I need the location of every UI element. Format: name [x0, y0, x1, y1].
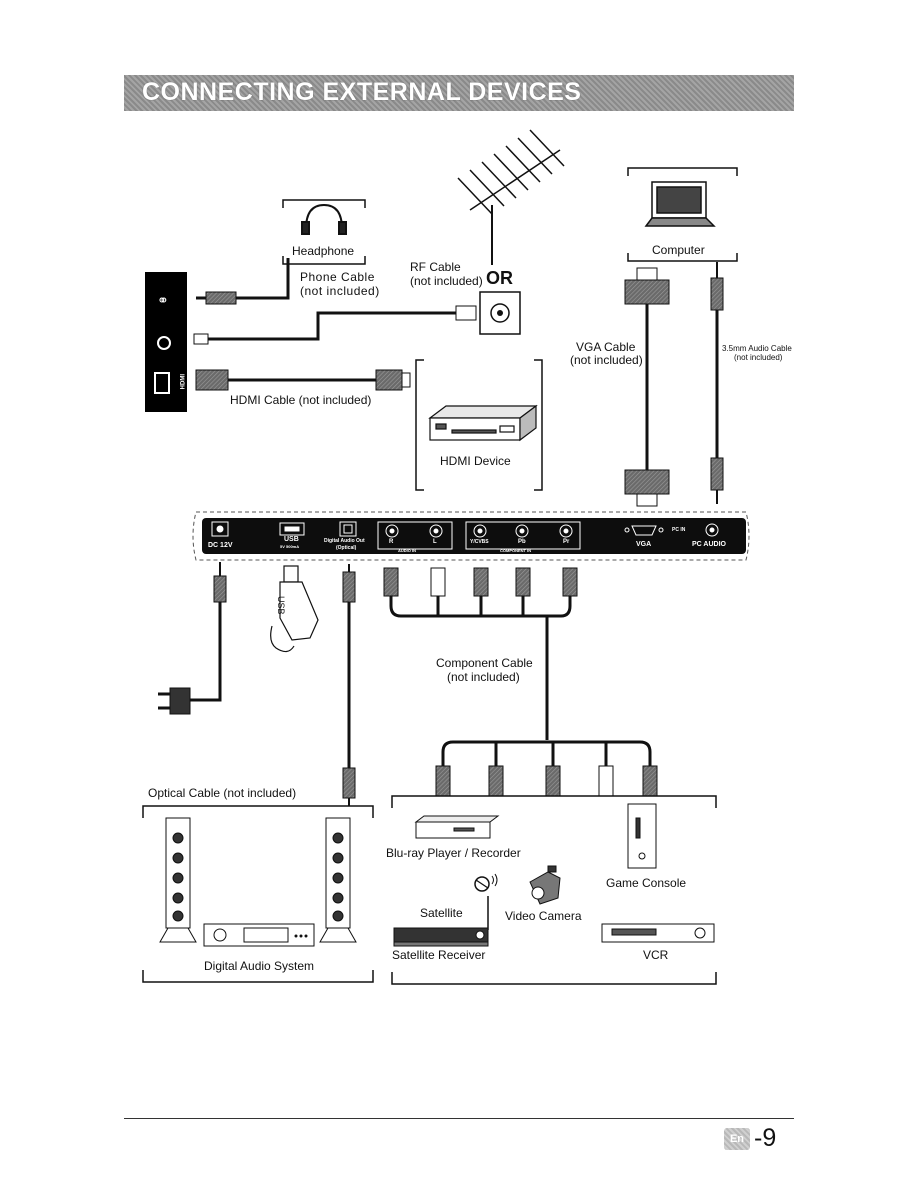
optical-cable-label: Optical Cable (not included): [148, 786, 297, 800]
hdmi-device-bracket-right: [534, 359, 543, 491]
speaker-left-icon: [159, 817, 197, 943]
phone-cable: [196, 258, 290, 305]
audio-in-label: AUDIO IN: [398, 548, 416, 553]
rf-port-label: RF (75Ω): [188, 338, 195, 364]
hdmi-device-bracket-left: [415, 359, 424, 491]
rf-jack-icon: [157, 336, 171, 350]
vcr-icon: [601, 923, 715, 943]
speaker-right-icon: [319, 817, 357, 943]
vga-cable-note: (not included): [570, 353, 643, 367]
panel-port-graphics: [211, 521, 719, 550]
component-cable-bottom: [435, 740, 658, 797]
headphone-bracket-bottom: [282, 256, 366, 265]
game-console-icon: [627, 803, 657, 869]
optical-cable: [342, 564, 356, 806]
usb-port-sublabel: 5V 500mA: [280, 544, 300, 549]
language-badge: En: [724, 1128, 750, 1150]
tv-back-panel-outline: [192, 511, 750, 561]
audio-3-5mm-cable: [710, 262, 724, 504]
satellite-label: Satellite: [420, 906, 463, 920]
game-console-label: Game Console: [606, 876, 687, 890]
y-port-label: Y/CVBS: [470, 539, 489, 545]
satellite-dish-icon: [474, 873, 498, 930]
headphone-jack-icon: ⚭: [157, 292, 169, 308]
pc-audio-port-label: PC AUDIO: [692, 541, 726, 548]
digital-audio-bracket-bottom: [142, 970, 374, 983]
hdmi-port-icon: [154, 372, 170, 394]
component-cable-top: [383, 567, 578, 740]
vga-cable-label: VGA Cable: [576, 340, 636, 354]
digital-audio-bracket-top: [142, 805, 374, 818]
digital-audio-label: Digital Audio System: [204, 959, 315, 973]
rf-wall-jack: [479, 291, 521, 335]
headphone-icon: [301, 203, 347, 235]
optical-port-label: Digital Audio Out: [324, 538, 365, 544]
component-in-label: COMPONENT IN: [500, 548, 532, 553]
vga-port-label: VGA: [636, 541, 652, 548]
video-camera-icon: [529, 865, 561, 905]
pr-port-label: Pr: [563, 539, 570, 545]
computer-bracket-top: [627, 167, 738, 176]
dc-port-label: DC 12V: [208, 542, 233, 549]
usb-drive-label: USB: [276, 596, 286, 615]
audio-r-label: R: [389, 539, 394, 545]
component-devices-bracket-bottom: [391, 972, 717, 985]
bluray-player-icon: [414, 815, 500, 839]
audio-l-label: L: [433, 539, 437, 545]
rf-cable: [193, 305, 477, 345]
usb-drive-icon: [270, 565, 319, 653]
optical-port-sublabel: (Optical): [336, 545, 357, 551]
bluray-label: Blu-ray Player / Recorder: [386, 846, 521, 860]
hdmi-port-label: HDMI: [180, 374, 187, 390]
av-receiver-icon: [203, 923, 315, 947]
vga-cable: [624, 267, 670, 507]
rf-cable-note: (not included): [410, 274, 483, 288]
antenna-icon: [457, 129, 565, 265]
component-devices-bracket-top: [391, 795, 717, 808]
section-title-bar: CONNECTING EXTERNAL DEVICES: [124, 75, 794, 111]
audio-cable-note: (not included): [734, 353, 783, 362]
tv-back-panel: [202, 518, 746, 554]
headphone-label: Headphone: [292, 244, 355, 258]
or-label: OR: [486, 268, 513, 288]
footer-rule: [124, 1118, 794, 1119]
phone-cable-label: Phone Cable: [300, 270, 375, 284]
rf-cable-label: RF Cable: [410, 260, 461, 274]
usb-port-label: USB: [284, 536, 299, 543]
hdmi-cable-label: HDMI Cable (not included): [230, 393, 372, 407]
phone-cable-note: (not included): [300, 284, 380, 298]
power-cable: [158, 562, 227, 715]
pb-port-label: Pb: [518, 539, 526, 545]
component-cable-note: (not included): [447, 670, 520, 684]
section-title: CONNECTING EXTERNAL DEVICES: [142, 78, 582, 106]
laptop-icon: [644, 181, 716, 227]
audio-cable-label: 3.5mm Audio Cable: [722, 344, 792, 353]
vcr-label: VCR: [643, 948, 669, 962]
hdmi-device-label: HDMI Device: [440, 454, 511, 468]
hdmi-cable: [195, 369, 411, 391]
video-camera-label: Video Camera: [505, 909, 582, 923]
component-cable-label: Component Cable: [436, 656, 533, 670]
pc-in-label: PC IN: [672, 527, 686, 533]
tv-side-panel: ⚭ RF (75Ω) HDMI: [145, 272, 194, 412]
dvd-player-icon: [428, 404, 538, 442]
headphone-bracket-top: [282, 199, 366, 208]
satellite-receiver-label: Satellite Receiver: [392, 948, 486, 962]
satellite-receiver-icon: [393, 927, 489, 947]
computer-label: Computer: [652, 243, 705, 257]
computer-bracket-bottom: [627, 253, 738, 262]
page-number-text: -9: [754, 1124, 777, 1152]
